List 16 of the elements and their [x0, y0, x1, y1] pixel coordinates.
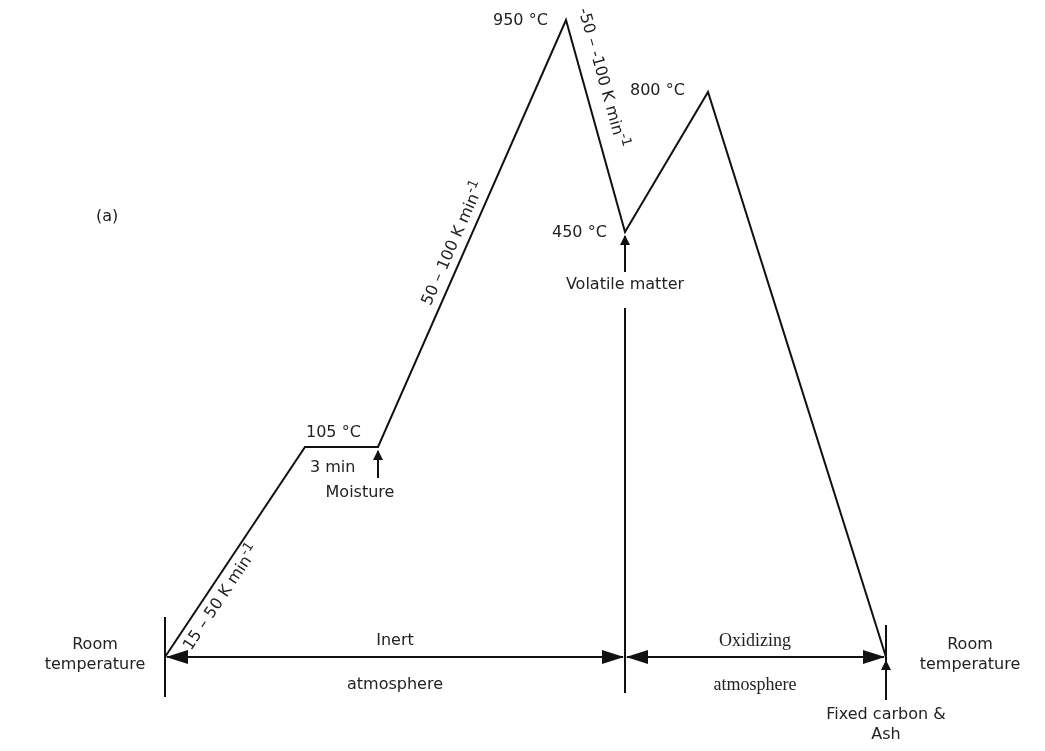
duration-label: 3 min — [310, 457, 356, 477]
leader-line — [373, 450, 383, 479]
leader-text: Volatile matter — [540, 274, 710, 294]
temperature-label: 950 °C — [493, 10, 548, 30]
atmosphere-label: Inert atmosphere — [346, 629, 444, 695]
leader-line — [620, 235, 630, 273]
leader-text: Moisture — [320, 482, 400, 502]
temperature-label: 450 °C — [552, 222, 607, 242]
temperature-label: 800 °C — [630, 80, 685, 100]
atmosphere-label: Oxidizing atmosphere — [712, 629, 798, 696]
leader-line — [881, 660, 891, 701]
condition-label: Room temperature — [43, 634, 147, 674]
panel-label: (a) — [96, 206, 119, 226]
leader-text: Fixed carbon & Ash — [826, 704, 946, 744]
condition-label: Room temperature — [918, 634, 1022, 674]
temperature-label: 105 °C — [306, 422, 361, 442]
